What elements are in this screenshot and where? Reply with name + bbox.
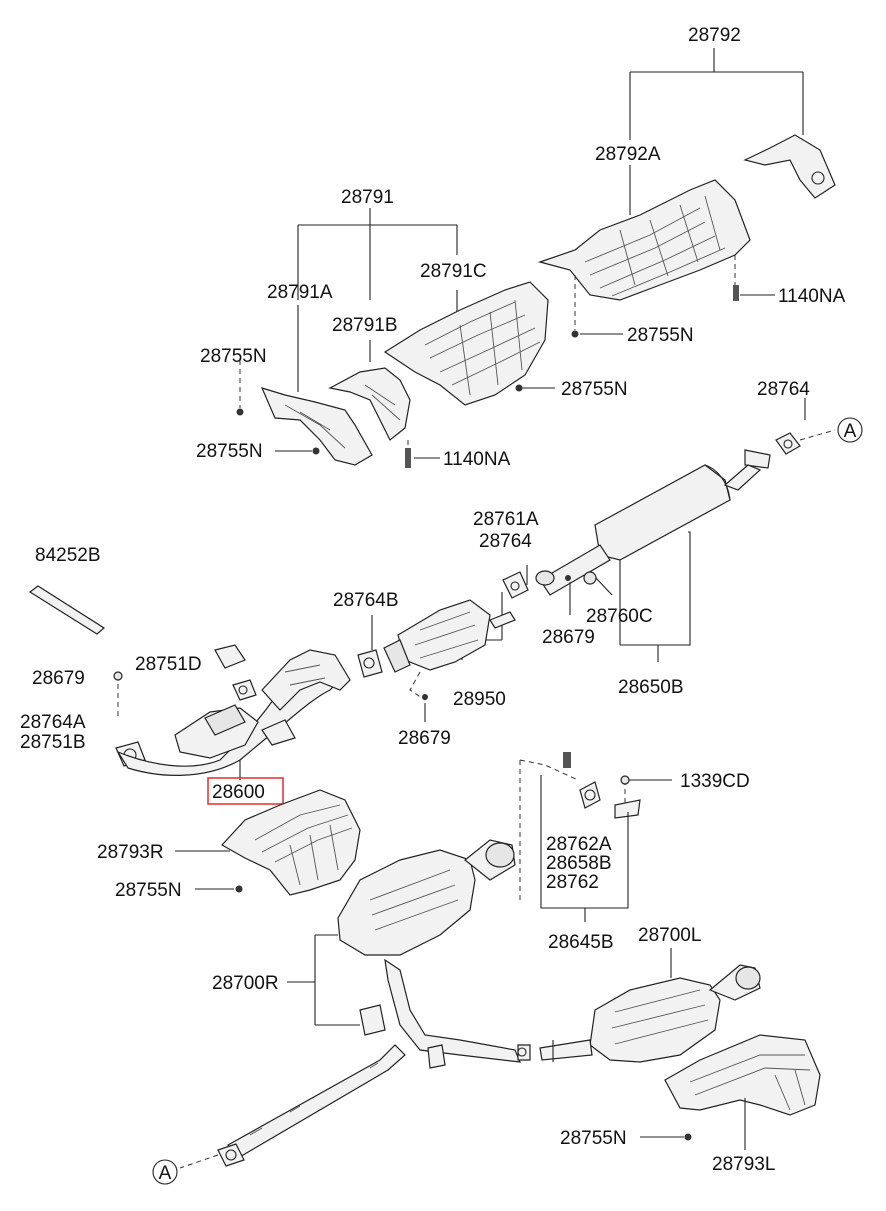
hanger-28645B bbox=[519, 752, 672, 922]
label-28645B: 28645B bbox=[548, 932, 614, 953]
label-28755N-e: 28755N bbox=[115, 880, 182, 901]
label-28764-b: 28764 bbox=[479, 531, 532, 552]
label-28762: 28762 bbox=[546, 872, 599, 893]
heat-shield-28792 bbox=[537, 48, 836, 338]
label-28658B: 28658B bbox=[546, 853, 612, 874]
label-28950: 28950 bbox=[453, 689, 506, 710]
label-28762A: 28762A bbox=[546, 834, 612, 855]
label-28679-c: 28679 bbox=[398, 728, 451, 749]
heat-shield-28793R bbox=[175, 789, 361, 896]
highlight-box-28600 bbox=[207, 777, 284, 805]
label-28792: 28792 bbox=[688, 25, 741, 46]
label-1339CD: 1339CD bbox=[680, 771, 750, 792]
label-28700R: 28700R bbox=[212, 973, 279, 994]
label-28791: 28791 bbox=[341, 187, 394, 208]
label-28650B: 28650B bbox=[618, 677, 684, 698]
label-28751B: 28751B bbox=[20, 732, 86, 753]
label-28760C: 28760C bbox=[586, 606, 653, 627]
front-pipe-28600 bbox=[28, 585, 351, 780]
label-28755N-c: 28755N bbox=[561, 379, 628, 400]
reference-a-top-label: A bbox=[844, 421, 857, 442]
label-28793L: 28793L bbox=[712, 1154, 775, 1175]
rear-muffler-28700L bbox=[539, 948, 821, 1150]
label-28764-a: 28764 bbox=[757, 379, 810, 400]
label-28793R: 28793R bbox=[97, 842, 164, 863]
center-muffler-28650B bbox=[535, 398, 836, 662]
label-28600: 28600 bbox=[212, 782, 265, 803]
label-28792A: 28792A bbox=[595, 144, 661, 165]
reference-a-bottom: A bbox=[152, 1159, 178, 1185]
label-28755N-d: 28755N bbox=[196, 441, 263, 462]
label-28679-b: 28679 bbox=[32, 668, 85, 689]
reference-a-top: A bbox=[837, 417, 863, 443]
label-28755N-a: 28755N bbox=[627, 325, 694, 346]
label-28764A: 28764A bbox=[20, 712, 86, 733]
label-28755N-b: 28755N bbox=[200, 346, 267, 367]
label-28791A: 28791A bbox=[267, 282, 333, 303]
label-28751D: 28751D bbox=[135, 654, 202, 675]
label-28764B: 28764B bbox=[333, 590, 399, 611]
label-28700L: 28700L bbox=[638, 925, 701, 946]
label-28755N-f: 28755N bbox=[560, 1128, 627, 1149]
label-28679-a: 28679 bbox=[542, 627, 595, 648]
label-28791B: 28791B bbox=[332, 315, 398, 336]
label-1140NA-b: 1140NA bbox=[443, 449, 511, 470]
label-1140NA-a: 1140NA bbox=[778, 286, 846, 307]
rear-muffler-28700R bbox=[179, 839, 531, 1169]
reference-a-bottom-label: A bbox=[159, 1163, 172, 1184]
heat-shield-28791 bbox=[236, 208, 555, 468]
label-28791C: 28791C bbox=[420, 261, 487, 282]
label-84252B: 84252B bbox=[35, 545, 101, 566]
label-28761A: 28761A bbox=[473, 509, 539, 530]
catalytic-converter-28950 bbox=[357, 565, 529, 722]
